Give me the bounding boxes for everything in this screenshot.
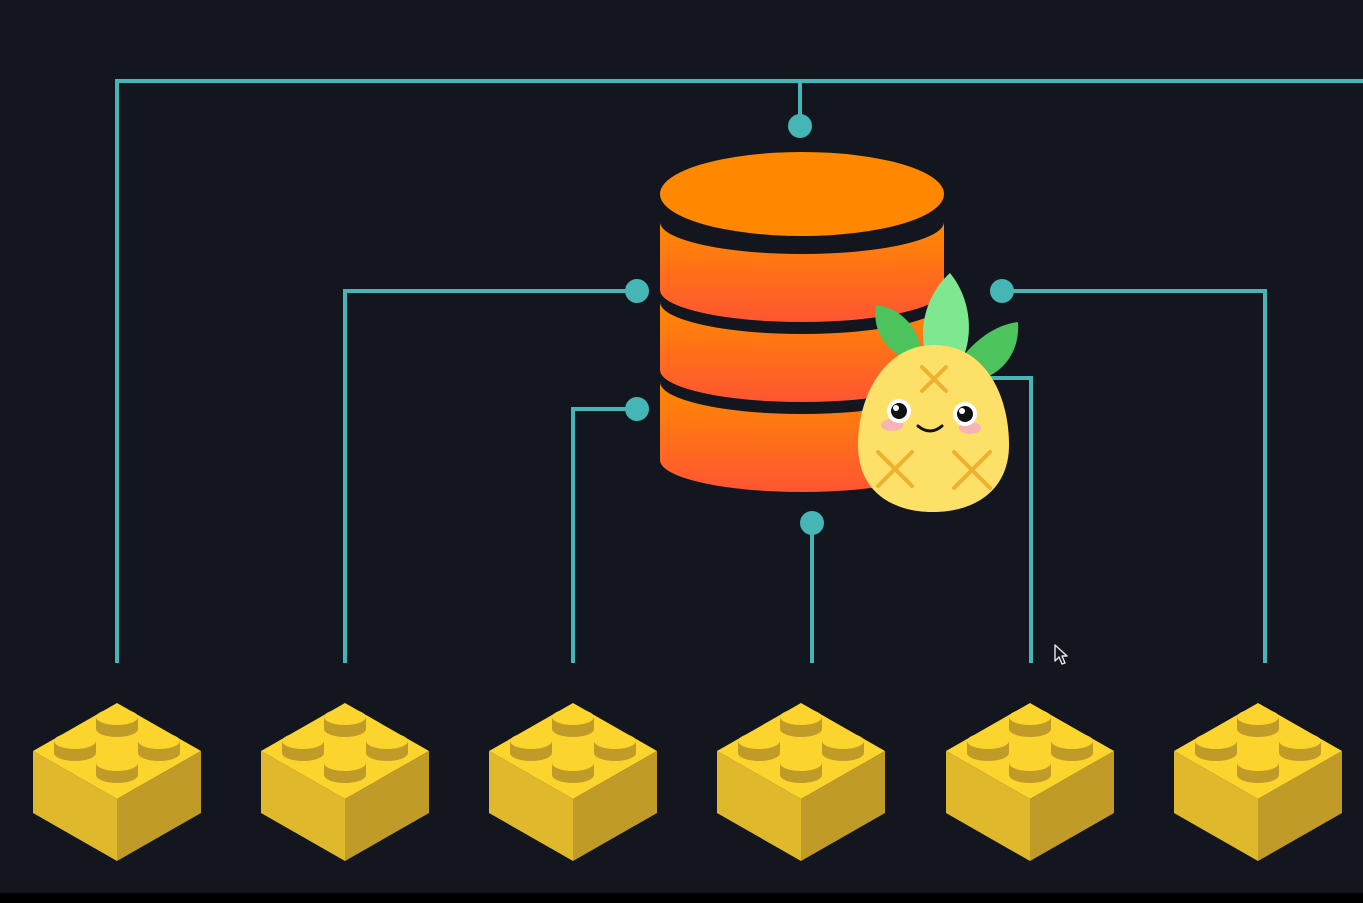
- connection-dot-top: [788, 114, 812, 138]
- mouse-pointer-icon: [1054, 644, 1068, 665]
- connector-left-upper: [343, 289, 637, 663]
- connector-left-lower: [571, 407, 637, 663]
- pineapple-mascot-icon: [858, 273, 1019, 512]
- lego-brick-icon: [717, 703, 885, 861]
- lego-brick-icon: [1174, 703, 1342, 861]
- lego-brick-icon: [33, 703, 201, 861]
- lego-brick-icon: [489, 703, 657, 861]
- connection-dot-right: [990, 279, 1014, 303]
- lego-brick-icon: [946, 703, 1114, 861]
- lego-brick-icon: [261, 703, 429, 861]
- connector-right-outer: [1002, 289, 1267, 663]
- bottom-edge-bar: [0, 893, 1363, 903]
- connection-dot-left-upper: [625, 279, 649, 303]
- connection-dot-left-lower: [625, 397, 649, 421]
- brick-row: [33, 703, 1342, 861]
- connector-lines: [115, 79, 1363, 663]
- connector-right-inner: [990, 376, 1033, 663]
- connection-dot-bottom: [800, 511, 824, 535]
- connector-top-bus: [115, 79, 1363, 663]
